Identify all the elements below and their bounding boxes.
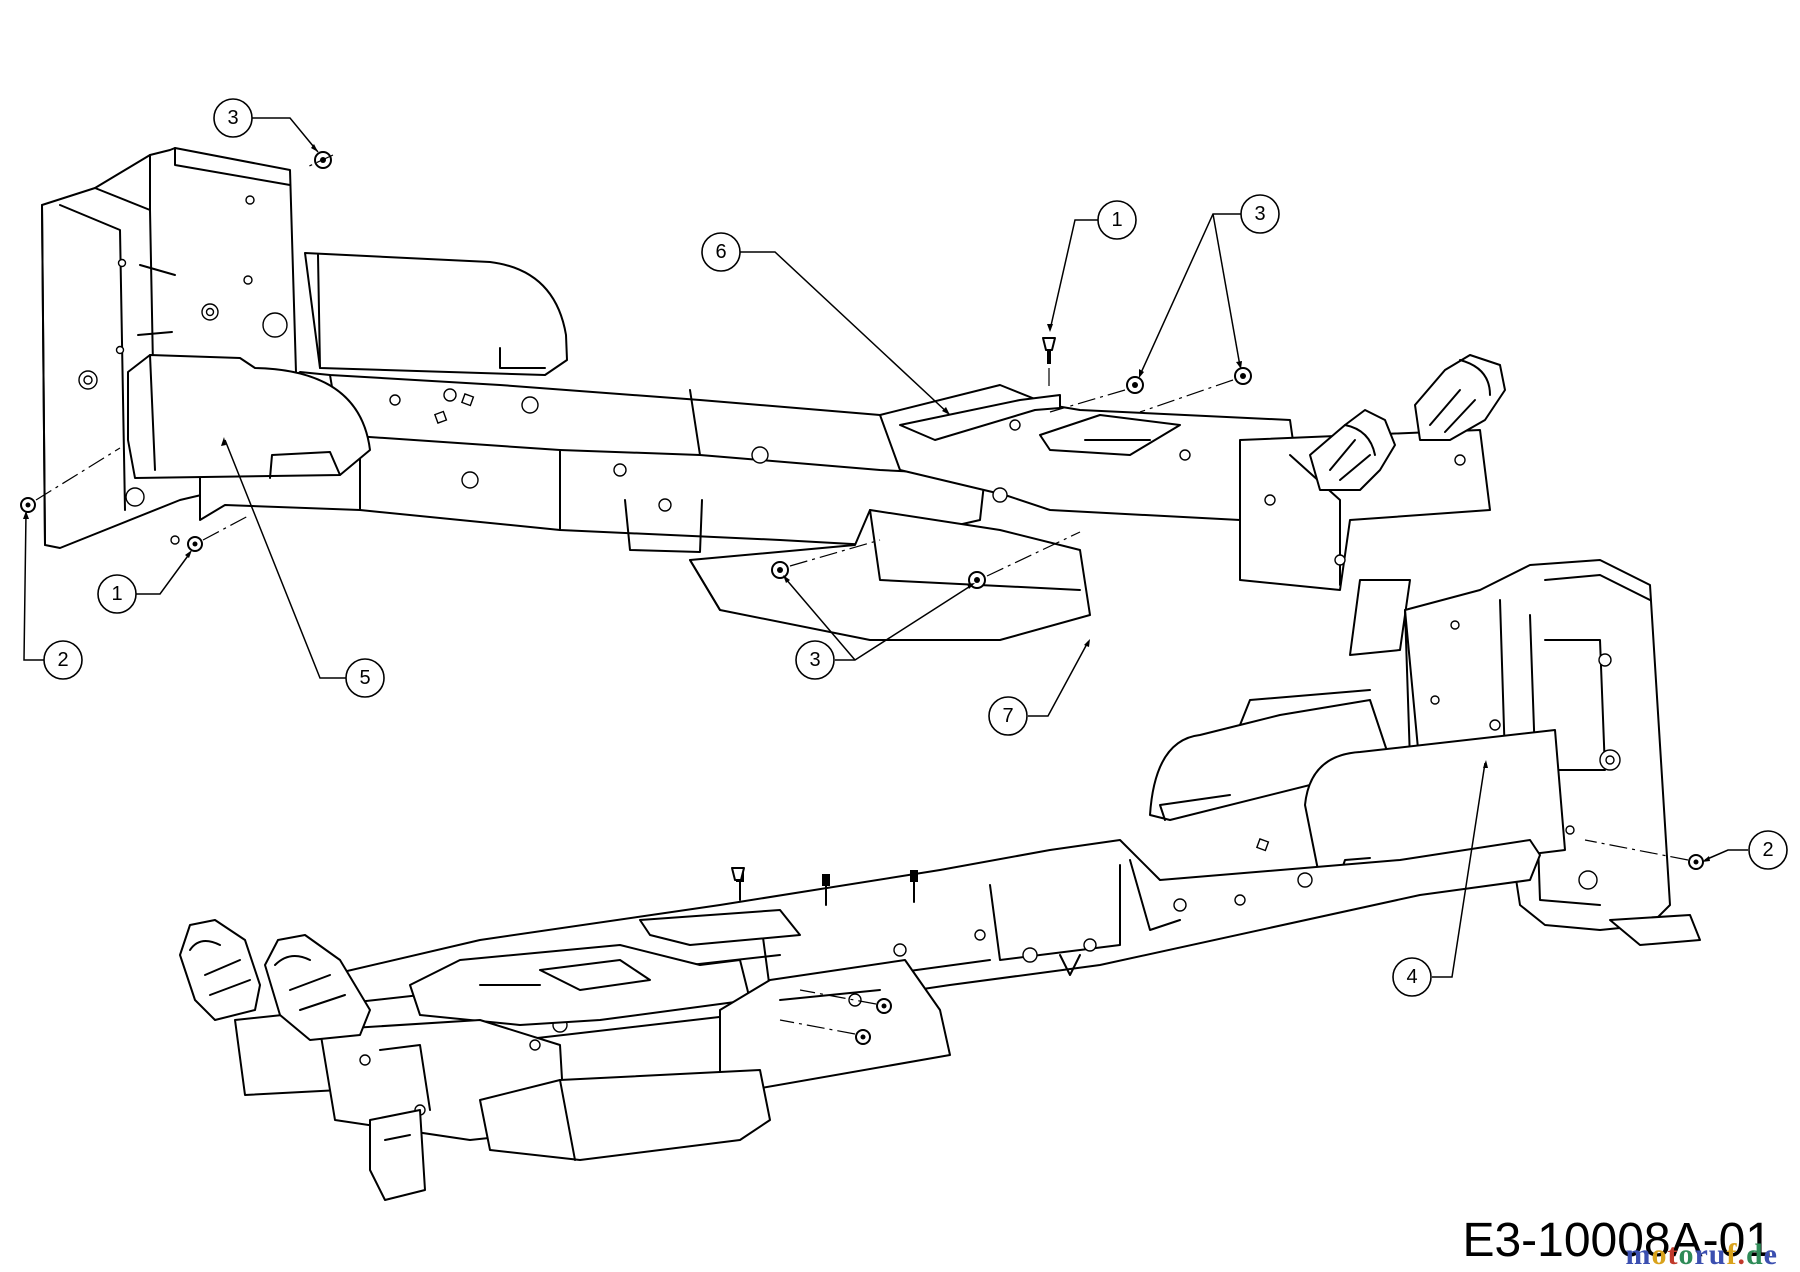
upper-strap-6 xyxy=(899,394,1061,441)
upper-top-plate xyxy=(304,252,568,376)
svg-text:1: 1 xyxy=(1111,209,1122,231)
callout-6: 6 xyxy=(701,232,741,272)
svg-text:7: 7 xyxy=(1002,705,1013,727)
svg-text:4: 4 xyxy=(1406,966,1417,988)
upper-cover-5 xyxy=(127,354,371,479)
upper-front-bracket xyxy=(1349,579,1411,656)
upper-hook-2 xyxy=(1414,354,1506,441)
svg-text:2: 2 xyxy=(57,649,68,671)
svg-text:2: 2 xyxy=(1762,839,1773,861)
lower-strap xyxy=(639,909,801,946)
callout-1: 1 xyxy=(97,574,137,614)
callout-2: 2 xyxy=(43,640,83,680)
upper-frame-assembly xyxy=(41,147,1506,656)
lower-deflector xyxy=(719,959,951,1091)
bolt xyxy=(731,867,745,881)
callout-1: 1 xyxy=(1097,200,1137,240)
callout-leaders xyxy=(23,117,1748,978)
lower-hook-1 xyxy=(179,919,261,1021)
lower-rear-fender xyxy=(1149,699,1391,821)
svg-text:5: 5 xyxy=(359,667,370,689)
callout-3: 3 xyxy=(1240,194,1280,234)
callout-7: 7 xyxy=(988,696,1028,736)
lower-frame-assembly xyxy=(179,559,1701,1201)
watermark-logo: motoruf.de xyxy=(1625,1238,1778,1271)
assembly-centerlines xyxy=(35,154,1689,1035)
svg-text:1: 1 xyxy=(111,583,122,605)
callout-3: 3 xyxy=(213,98,253,138)
lower-hook-2 xyxy=(264,934,371,1041)
upper-deflector-7 xyxy=(689,509,1091,641)
callout-5: 5 xyxy=(345,658,385,698)
svg-text:3: 3 xyxy=(227,107,238,129)
upper-front-right-rail xyxy=(1239,429,1491,591)
callouts: 3 6 1 3 1 2 5 3 xyxy=(43,98,1788,997)
callout-4: 4 xyxy=(1392,957,1432,997)
fasteners xyxy=(20,151,1704,1045)
lower-wheel-mount xyxy=(369,1109,426,1201)
svg-text:3: 3 xyxy=(809,649,820,671)
svg-text:6: 6 xyxy=(715,241,726,263)
callout-2: 2 xyxy=(1748,830,1788,870)
bolt xyxy=(1042,337,1056,351)
upper-left-rail xyxy=(199,371,986,546)
svg-text:3: 3 xyxy=(1254,203,1265,225)
drawing-code: E3-10008A-01 xyxy=(1462,1214,1772,1267)
lower-front-panel xyxy=(479,1069,771,1161)
callout-3: 3 xyxy=(795,640,835,680)
